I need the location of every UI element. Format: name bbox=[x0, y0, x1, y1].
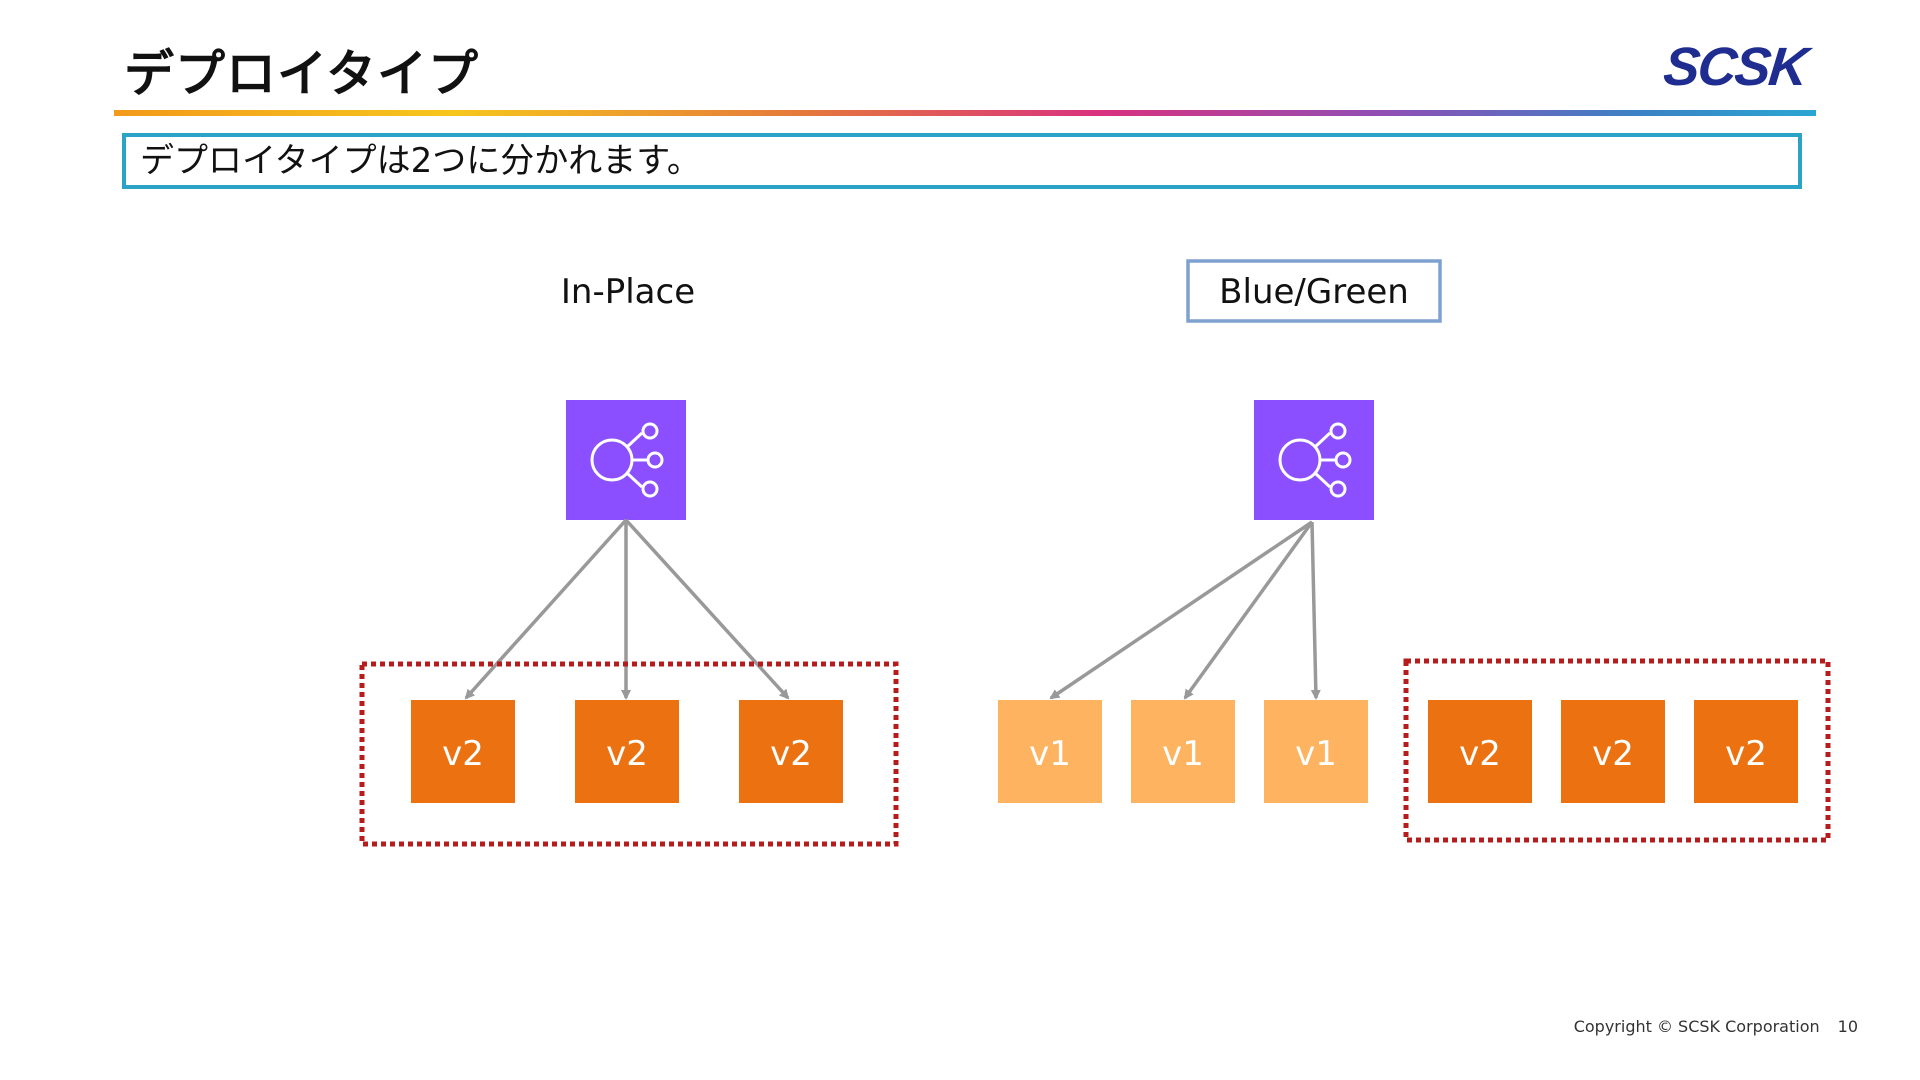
blue-green-highlight-box bbox=[1403, 658, 1831, 843]
version-label: v2 bbox=[1725, 734, 1767, 774]
blue-green-label-box bbox=[1186, 259, 1442, 323]
in-place-label: In-Place bbox=[561, 272, 695, 312]
blue-green-new-target-2: v2 bbox=[1561, 700, 1665, 803]
version-label: v1 bbox=[1029, 734, 1071, 774]
footer-copyright: Copyright © SCSK Corporation bbox=[1573, 1017, 1820, 1036]
in-place-arrows bbox=[464, 518, 790, 700]
version-box bbox=[739, 700, 843, 803]
version-label: v1 bbox=[1295, 734, 1337, 774]
version-label: v2 bbox=[442, 734, 484, 774]
blue-green-old-target-1: v1 bbox=[998, 700, 1102, 803]
blue-green-arrows bbox=[1049, 520, 1321, 700]
version-label: v2 bbox=[770, 734, 812, 774]
blue-green-old-target-2: v1 bbox=[1131, 700, 1235, 803]
version-box bbox=[575, 700, 679, 803]
arrow bbox=[1310, 521, 1321, 700]
version-label: v2 bbox=[1592, 734, 1634, 774]
in-place-target-3: v2 bbox=[739, 700, 843, 803]
blue-green-section: Blue/Green v1 v1 bbox=[998, 259, 1831, 843]
version-box bbox=[411, 700, 515, 803]
version-box bbox=[1428, 700, 1532, 803]
load-balancer-icon bbox=[1254, 400, 1374, 520]
slide-title: デプロイタイプ bbox=[124, 45, 479, 103]
blue-green-old-target-3: v1 bbox=[1264, 700, 1368, 803]
arrow bbox=[464, 518, 628, 700]
load-balancer-glyph bbox=[590, 422, 664, 498]
title-gradient-rule bbox=[114, 110, 1816, 116]
version-label: v2 bbox=[606, 734, 648, 774]
in-place-highlight-box bbox=[359, 661, 899, 847]
page-number: 10 bbox=[1837, 1017, 1858, 1036]
arrow bbox=[624, 518, 790, 700]
arrow bbox=[1183, 520, 1314, 700]
blue-green-load-balancer bbox=[1254, 400, 1374, 520]
load-balancer-glyph bbox=[1278, 422, 1352, 498]
version-box bbox=[1694, 700, 1798, 803]
blue-green-label: Blue/Green bbox=[1219, 272, 1409, 312]
footer: Copyright © SCSK Corporation 10 bbox=[1540, 1017, 1858, 1036]
version-label: v1 bbox=[1162, 734, 1204, 774]
version-box bbox=[1264, 700, 1368, 803]
version-box bbox=[1561, 700, 1665, 803]
blue-green-new-target-1: v2 bbox=[1428, 700, 1532, 803]
version-box bbox=[998, 700, 1102, 803]
arrow bbox=[1049, 520, 1313, 700]
in-place-section: In-Place v2 v2 bbox=[359, 272, 899, 847]
summary-text-box: デプロイタイプは2つに分かれます。 bbox=[122, 133, 1802, 189]
load-balancer-icon bbox=[566, 400, 686, 520]
in-place-load-balancer bbox=[566, 400, 686, 520]
in-place-target-2: v2 bbox=[575, 700, 679, 803]
in-place-target-1: v2 bbox=[411, 700, 515, 803]
version-label: v2 bbox=[1459, 734, 1501, 774]
blue-green-new-target-3: v2 bbox=[1694, 700, 1798, 803]
version-box bbox=[1131, 700, 1235, 803]
